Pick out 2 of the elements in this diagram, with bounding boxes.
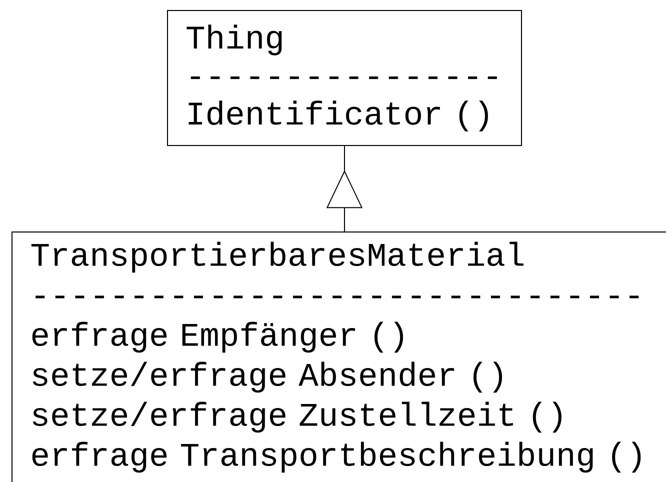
class-box: TransportierbaresMaterial ------------------------------- erfrage Empfänger () setze/erfrage Absender () setze/erfrage Zustellzeit () erfrage Transportbeschreibung () xyxy=(12,232,666,482)
class-box: Thing ---------------- Identificator () xyxy=(167,10,522,146)
